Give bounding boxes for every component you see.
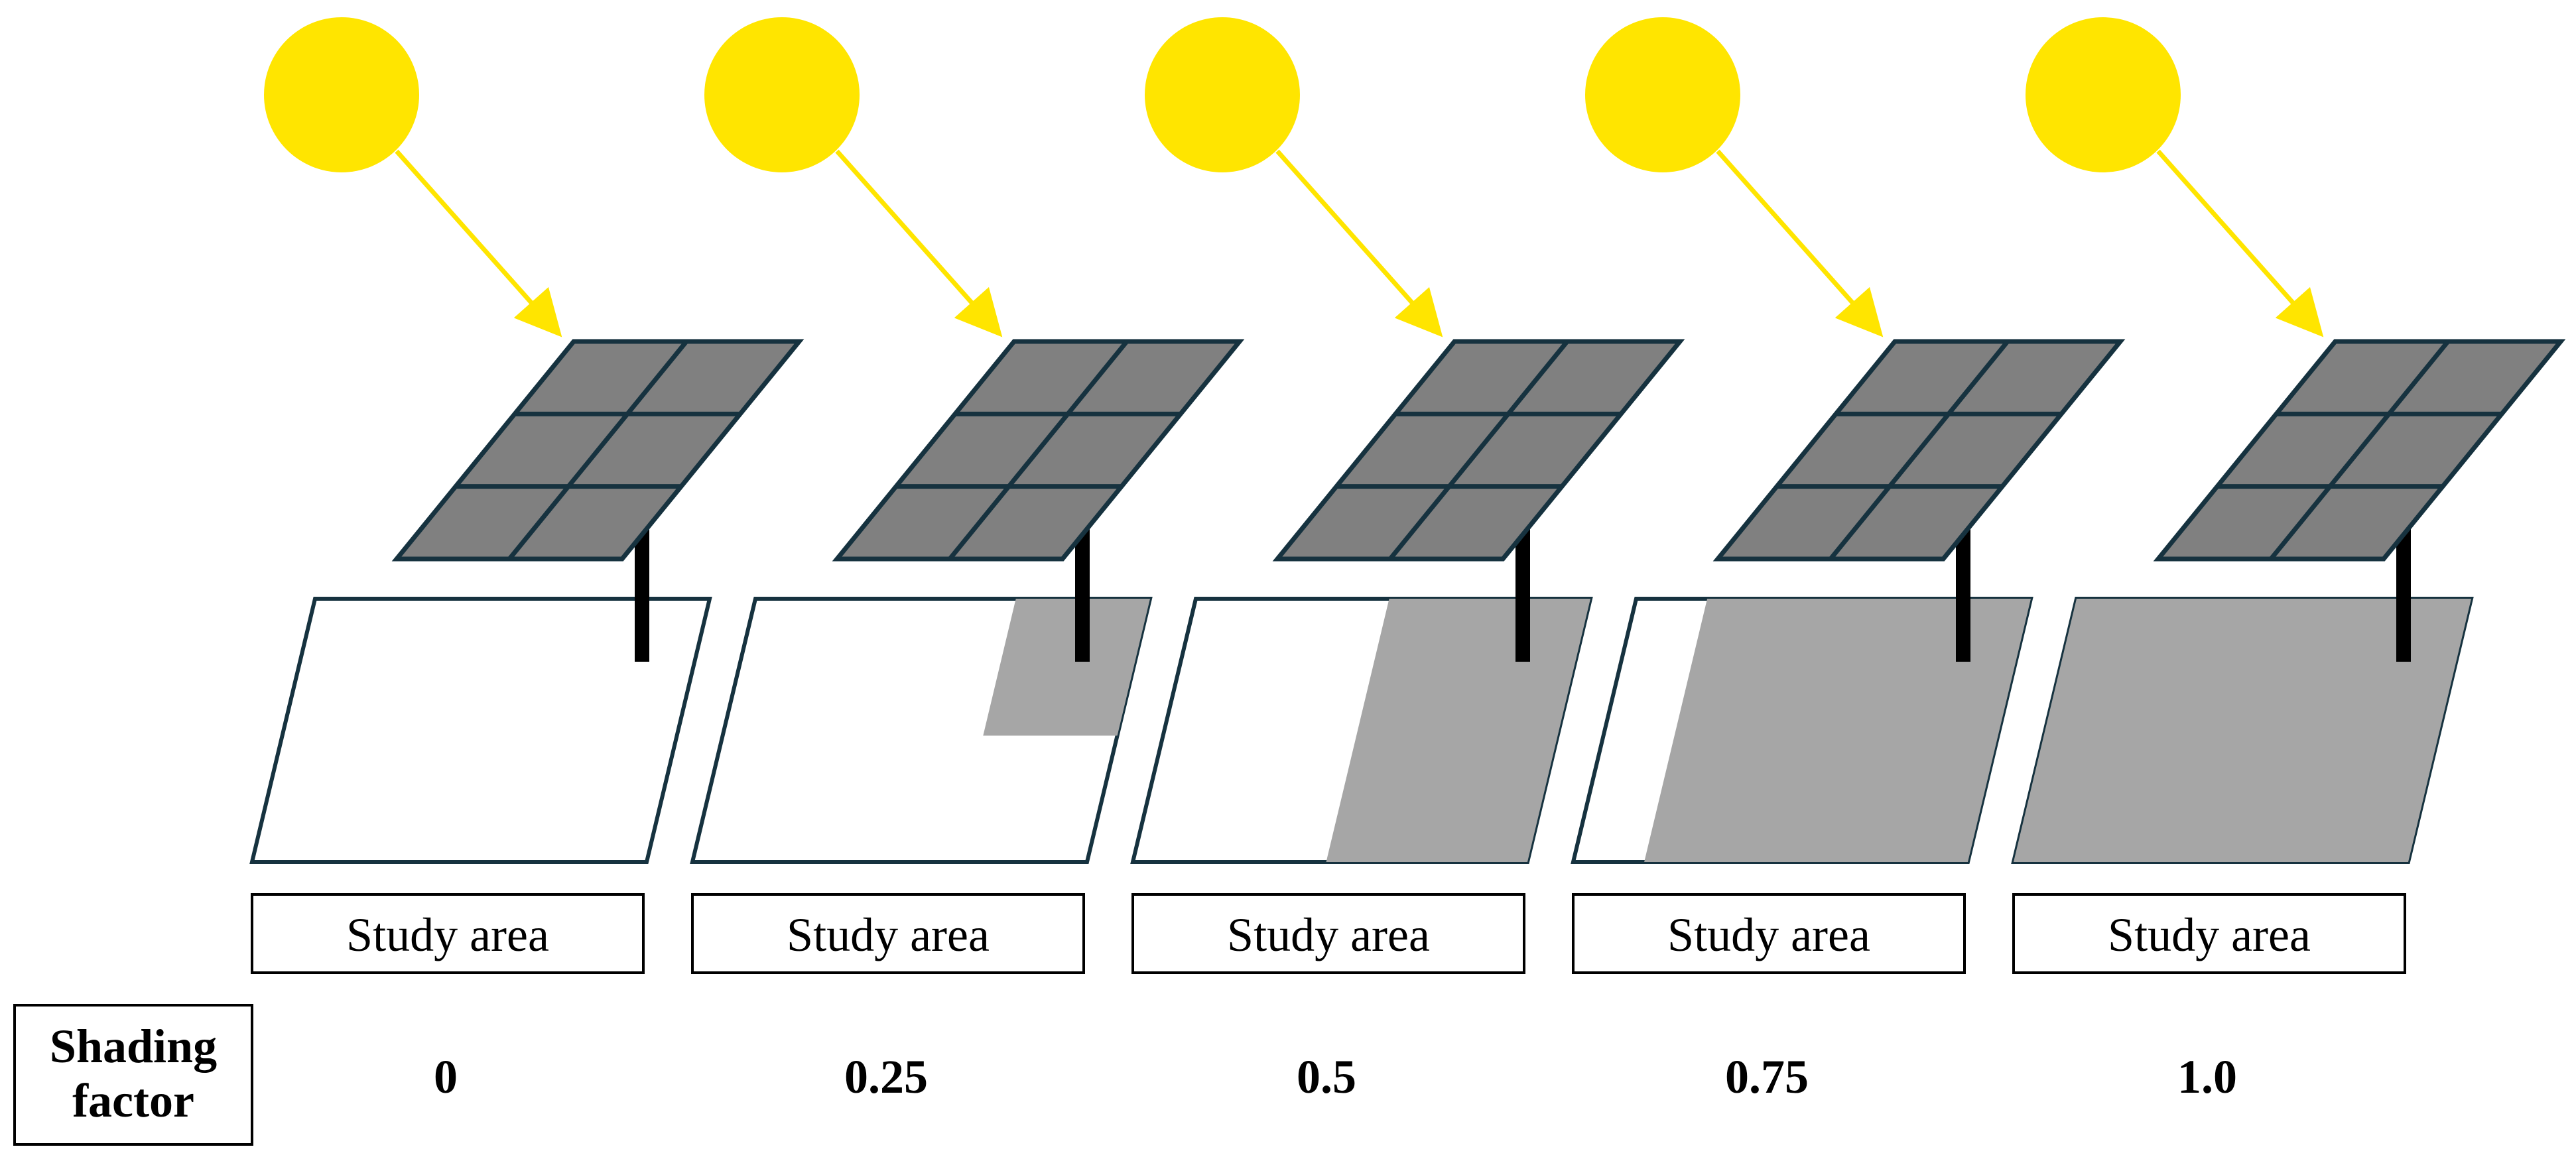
scenario-0: Study area 0 [249,17,805,1103]
study-area-label-box [251,893,645,974]
panel-shadow [2014,599,2471,862]
study-area-label-box [691,893,1085,974]
sun-icon [1585,17,1740,172]
scenario-4: Study area 1.0 [2011,17,2566,1103]
sun-ray-arrow [835,149,1003,337]
scenario-1: Study area 0.25 [690,17,1245,1103]
study-area-label-box [2012,893,2406,974]
panel-shadow [1326,599,1590,862]
sun-icon [264,17,419,172]
panel-grid-line [507,339,688,561]
sun-ray-arrow [2156,149,2324,337]
shading-factor-value: 0.5 [1297,1050,1356,1103]
shading-factor-value: 0.25 [844,1050,928,1103]
shading-factor-value: 0.75 [1725,1050,1809,1103]
study-area-label: Study area [346,908,549,961]
sun-ray-arrow [1716,149,1884,337]
sun-ray-arrow [1275,149,1443,337]
panel-grid-line [948,339,1129,561]
panel-shadow [983,599,1150,736]
scenario-2: Study area 0.5 [1130,17,1685,1103]
panel-grid-line [1388,339,1569,561]
study-area-label: Study area [1227,908,1430,961]
scenario-3: Study area 0.75 [1571,17,2126,1103]
shading-factor-value: 0 [434,1050,458,1103]
shading-label-line1: Shading [50,1020,217,1073]
shading-label-line2: factor [72,1074,194,1127]
shading-factor-label-box: Shading factor [13,1004,253,1146]
study-area-label: Study area [2108,908,2311,961]
study-area-label-box [1131,893,1525,974]
study-area-label: Study area [787,908,990,961]
panel-grid-line [2269,339,2450,561]
study-area-label-box [1572,893,1966,974]
sun-icon [1145,17,1300,172]
panel-grid-line [1829,339,2010,561]
shading-factor-value: 1.0 [2177,1050,2237,1103]
sun-icon [2026,17,2181,172]
study-area-ground [249,597,712,864]
sun-ray-arrow [395,149,562,337]
study-area-label: Study area [1667,908,1870,961]
sun-icon [704,17,860,172]
panel-shadow [1644,599,2031,862]
